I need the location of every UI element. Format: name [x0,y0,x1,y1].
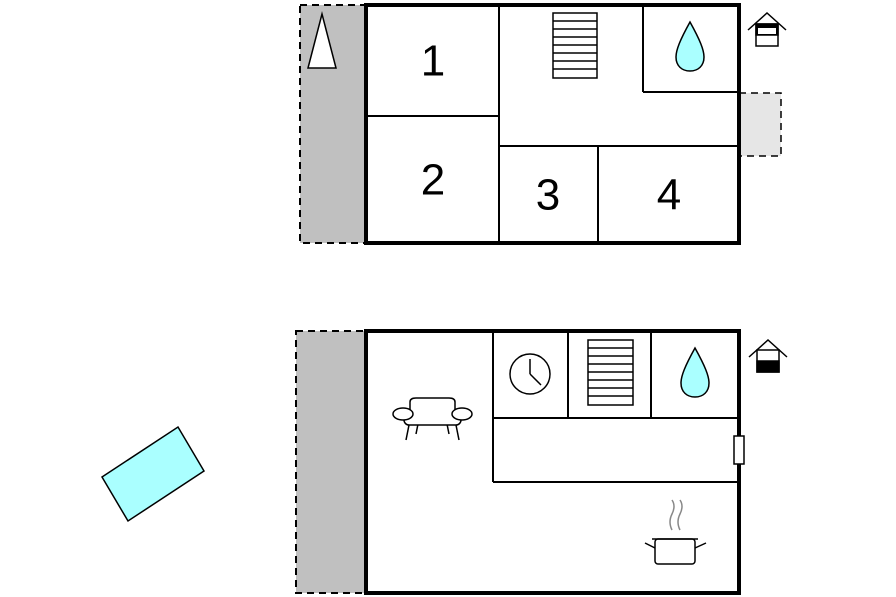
water-drop-icon [680,346,710,398]
pool [100,425,206,523]
house-floor-icon [747,11,787,47]
stairs-icon [552,12,598,79]
lower-terrace [295,330,367,594]
room-number: 4 [657,171,681,220]
house-floor-icon [748,338,788,373]
upper-balcony [738,92,782,157]
upper-terrace [299,4,367,244]
room-number: 3 [536,171,560,220]
room-number: 1 [421,37,445,86]
sofa-icon [392,397,473,441]
cooking-pot-icon [644,499,707,565]
upper-interior-walls [366,5,739,243]
lower-interior-walls [492,331,739,483]
lower-floor [295,329,788,595]
stairs-icon [587,339,634,406]
door [733,435,745,465]
room-number: 2 [421,156,445,205]
water-drop-icon [675,20,705,72]
upper-floor: 1 2 3 4 [299,3,787,245]
tent-marker-icon [307,11,337,69]
clock-icon [509,353,551,395]
